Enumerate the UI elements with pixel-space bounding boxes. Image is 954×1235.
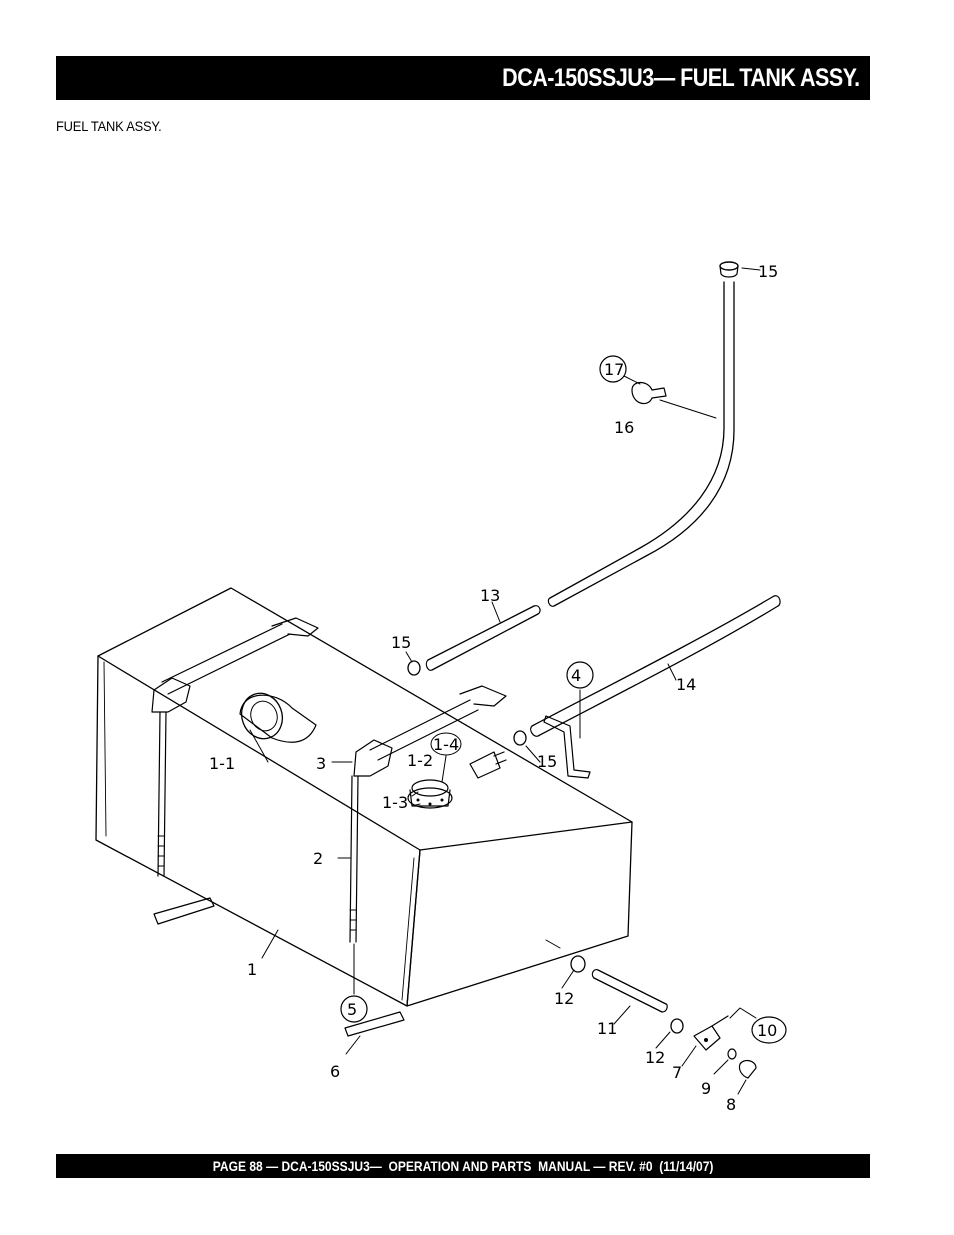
callout-15-top: 15	[758, 262, 778, 281]
filler-hose	[547, 261, 739, 607]
callout-14: 14	[676, 675, 696, 694]
return-fitting	[469, 751, 507, 779]
filler-neck	[239, 692, 317, 743]
hose-bracket	[543, 715, 591, 779]
callout-labels: 15 17 16 13 15 4 14 1-4 1-1 3 1-2 15 1-3…	[209, 262, 778, 1114]
callout-5: 5	[347, 1000, 357, 1019]
callout-10: 10	[757, 1021, 777, 1040]
callout-13: 13	[480, 586, 500, 605]
header-bar: DCA-150SSJU3— FUEL TANK ASSY.	[56, 56, 870, 100]
footer-bar: PAGE 88 — DCA-150SSJU3— OPERATION AND PA…	[56, 1154, 870, 1178]
callout-6: 6	[330, 1062, 340, 1081]
callout-1: 1	[247, 960, 257, 979]
hose-13	[425, 605, 541, 671]
hose-14	[530, 595, 781, 737]
tank-straps	[151, 617, 507, 943]
callout-2: 2	[313, 849, 323, 868]
callout-15-right: 15	[537, 752, 557, 771]
leader-lines	[249, 267, 761, 1095]
callout-4: 4	[571, 666, 581, 685]
callout-3: 3	[316, 754, 326, 773]
section-label: FUEL TANK ASSY.	[56, 118, 162, 134]
callout-11: 11	[597, 1019, 617, 1038]
callout-circles	[340, 355, 787, 1044]
drain-assembly	[570, 955, 757, 1079]
footer-text: PAGE 88 — DCA-150SSJU3— OPERATION AND PA…	[212, 1158, 714, 1174]
callout-16: 16	[614, 418, 634, 437]
callout-12-top: 12	[554, 989, 574, 1008]
callout-1-4: 1-4	[433, 735, 459, 754]
fuel-tank-body	[95, 587, 633, 1007]
fuel-gauge-unit	[407, 779, 453, 809]
page-title: DCA-150SSJU3— FUEL TANK ASSY.	[502, 63, 861, 92]
callout-7: 7	[672, 1063, 682, 1082]
rubber-pads	[153, 897, 405, 1037]
callout-1-3: 1-3	[382, 793, 408, 812]
callout-15-left: 15	[391, 633, 411, 652]
callout-9: 9	[701, 1079, 711, 1098]
grommets	[407, 660, 527, 746]
callout-8: 8	[726, 1095, 736, 1114]
callout-12-bottom: 12	[645, 1048, 665, 1067]
callout-17: 17	[604, 360, 624, 379]
callout-1-1: 1-1	[209, 754, 235, 773]
callout-1-2: 1-2	[407, 751, 433, 770]
hose-clamp	[631, 381, 717, 419]
